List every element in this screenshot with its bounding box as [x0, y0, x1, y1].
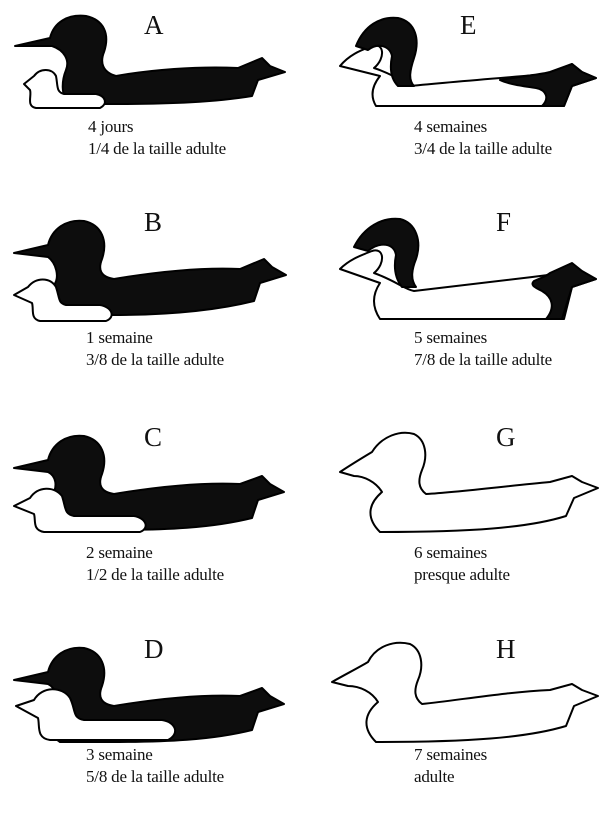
size-label-g: presque adulte: [414, 564, 510, 586]
size-label-h: adulte: [414, 766, 487, 788]
stage-panel-d: D 3 semaine 5/8 de la taille adulte: [0, 634, 300, 824]
duck-outline-g: [310, 422, 610, 547]
age-label-e: 4 semaines: [414, 116, 552, 138]
stage-caption-g: 6 semaines presque adulte: [414, 542, 510, 586]
stage-caption-c: 2 semaine 1/2 de la taille adulte: [86, 542, 224, 586]
size-label-c: 1/2 de la taille adulte: [86, 564, 224, 586]
stage-panel-h: H 7 semaines adulte: [310, 634, 610, 824]
age-label-h: 7 semaines: [414, 744, 487, 766]
stage-letter-c: C: [144, 422, 162, 452]
age-label-d: 3 semaine: [86, 744, 224, 766]
age-label-b: 1 semaine: [86, 327, 224, 349]
stage-panel-a: A 4 jours 1/4 de la taille adulte: [0, 10, 300, 200]
stage-caption-d: 3 semaine 5/8 de la taille adulte: [86, 744, 224, 788]
stage-caption-h: 7 semaines adulte: [414, 744, 487, 788]
size-label-e: 3/4 de la taille adulte: [414, 138, 552, 160]
stage-letter-d: D: [144, 634, 164, 664]
stage-letter-a: A: [144, 10, 164, 40]
stage-letter-g: G: [496, 422, 516, 452]
size-label-d: 5/8 de la taille adulte: [86, 766, 224, 788]
stage-caption-e: 4 semaines 3/4 de la taille adulte: [414, 116, 552, 160]
stage-caption-a: 4 jours 1/4 de la taille adulte: [88, 116, 226, 160]
size-label-a: 1/4 de la taille adulte: [88, 138, 226, 160]
age-label-g: 6 semaines: [414, 542, 510, 564]
size-label-f: 7/8 de la taille adulte: [414, 349, 552, 371]
age-label-c: 2 semaine: [86, 542, 224, 564]
stage-panel-f: F 5 semaines 7/8 de la taille adulte: [310, 207, 610, 397]
stage-letter-f: F: [496, 207, 511, 237]
size-label-b: 3/8 de la taille adulte: [86, 349, 224, 371]
stage-caption-b: 1 semaine 3/8 de la taille adulte: [86, 327, 224, 371]
stage-letter-e: E: [460, 10, 477, 40]
stage-letter-b: B: [144, 207, 162, 237]
duck-outline-h: [310, 634, 610, 759]
duckling-silhouette-f: [310, 207, 610, 332]
stage-caption-f: 5 semaines 7/8 de la taille adulte: [414, 327, 552, 371]
age-label-f: 5 semaines: [414, 327, 552, 349]
stage-panel-c: C 2 semaine 1/2 de la taille adulte: [0, 422, 300, 612]
stage-panel-b: B 1 semaine 3/8 de la taille adulte: [0, 207, 300, 397]
age-label-a: 4 jours: [88, 116, 226, 138]
stage-panel-g: G 6 semaines presque adulte: [310, 422, 610, 612]
stage-letter-h: H: [496, 634, 516, 664]
stage-panel-e: E 4 semaines 3/4 de la taille adulte: [310, 10, 610, 200]
